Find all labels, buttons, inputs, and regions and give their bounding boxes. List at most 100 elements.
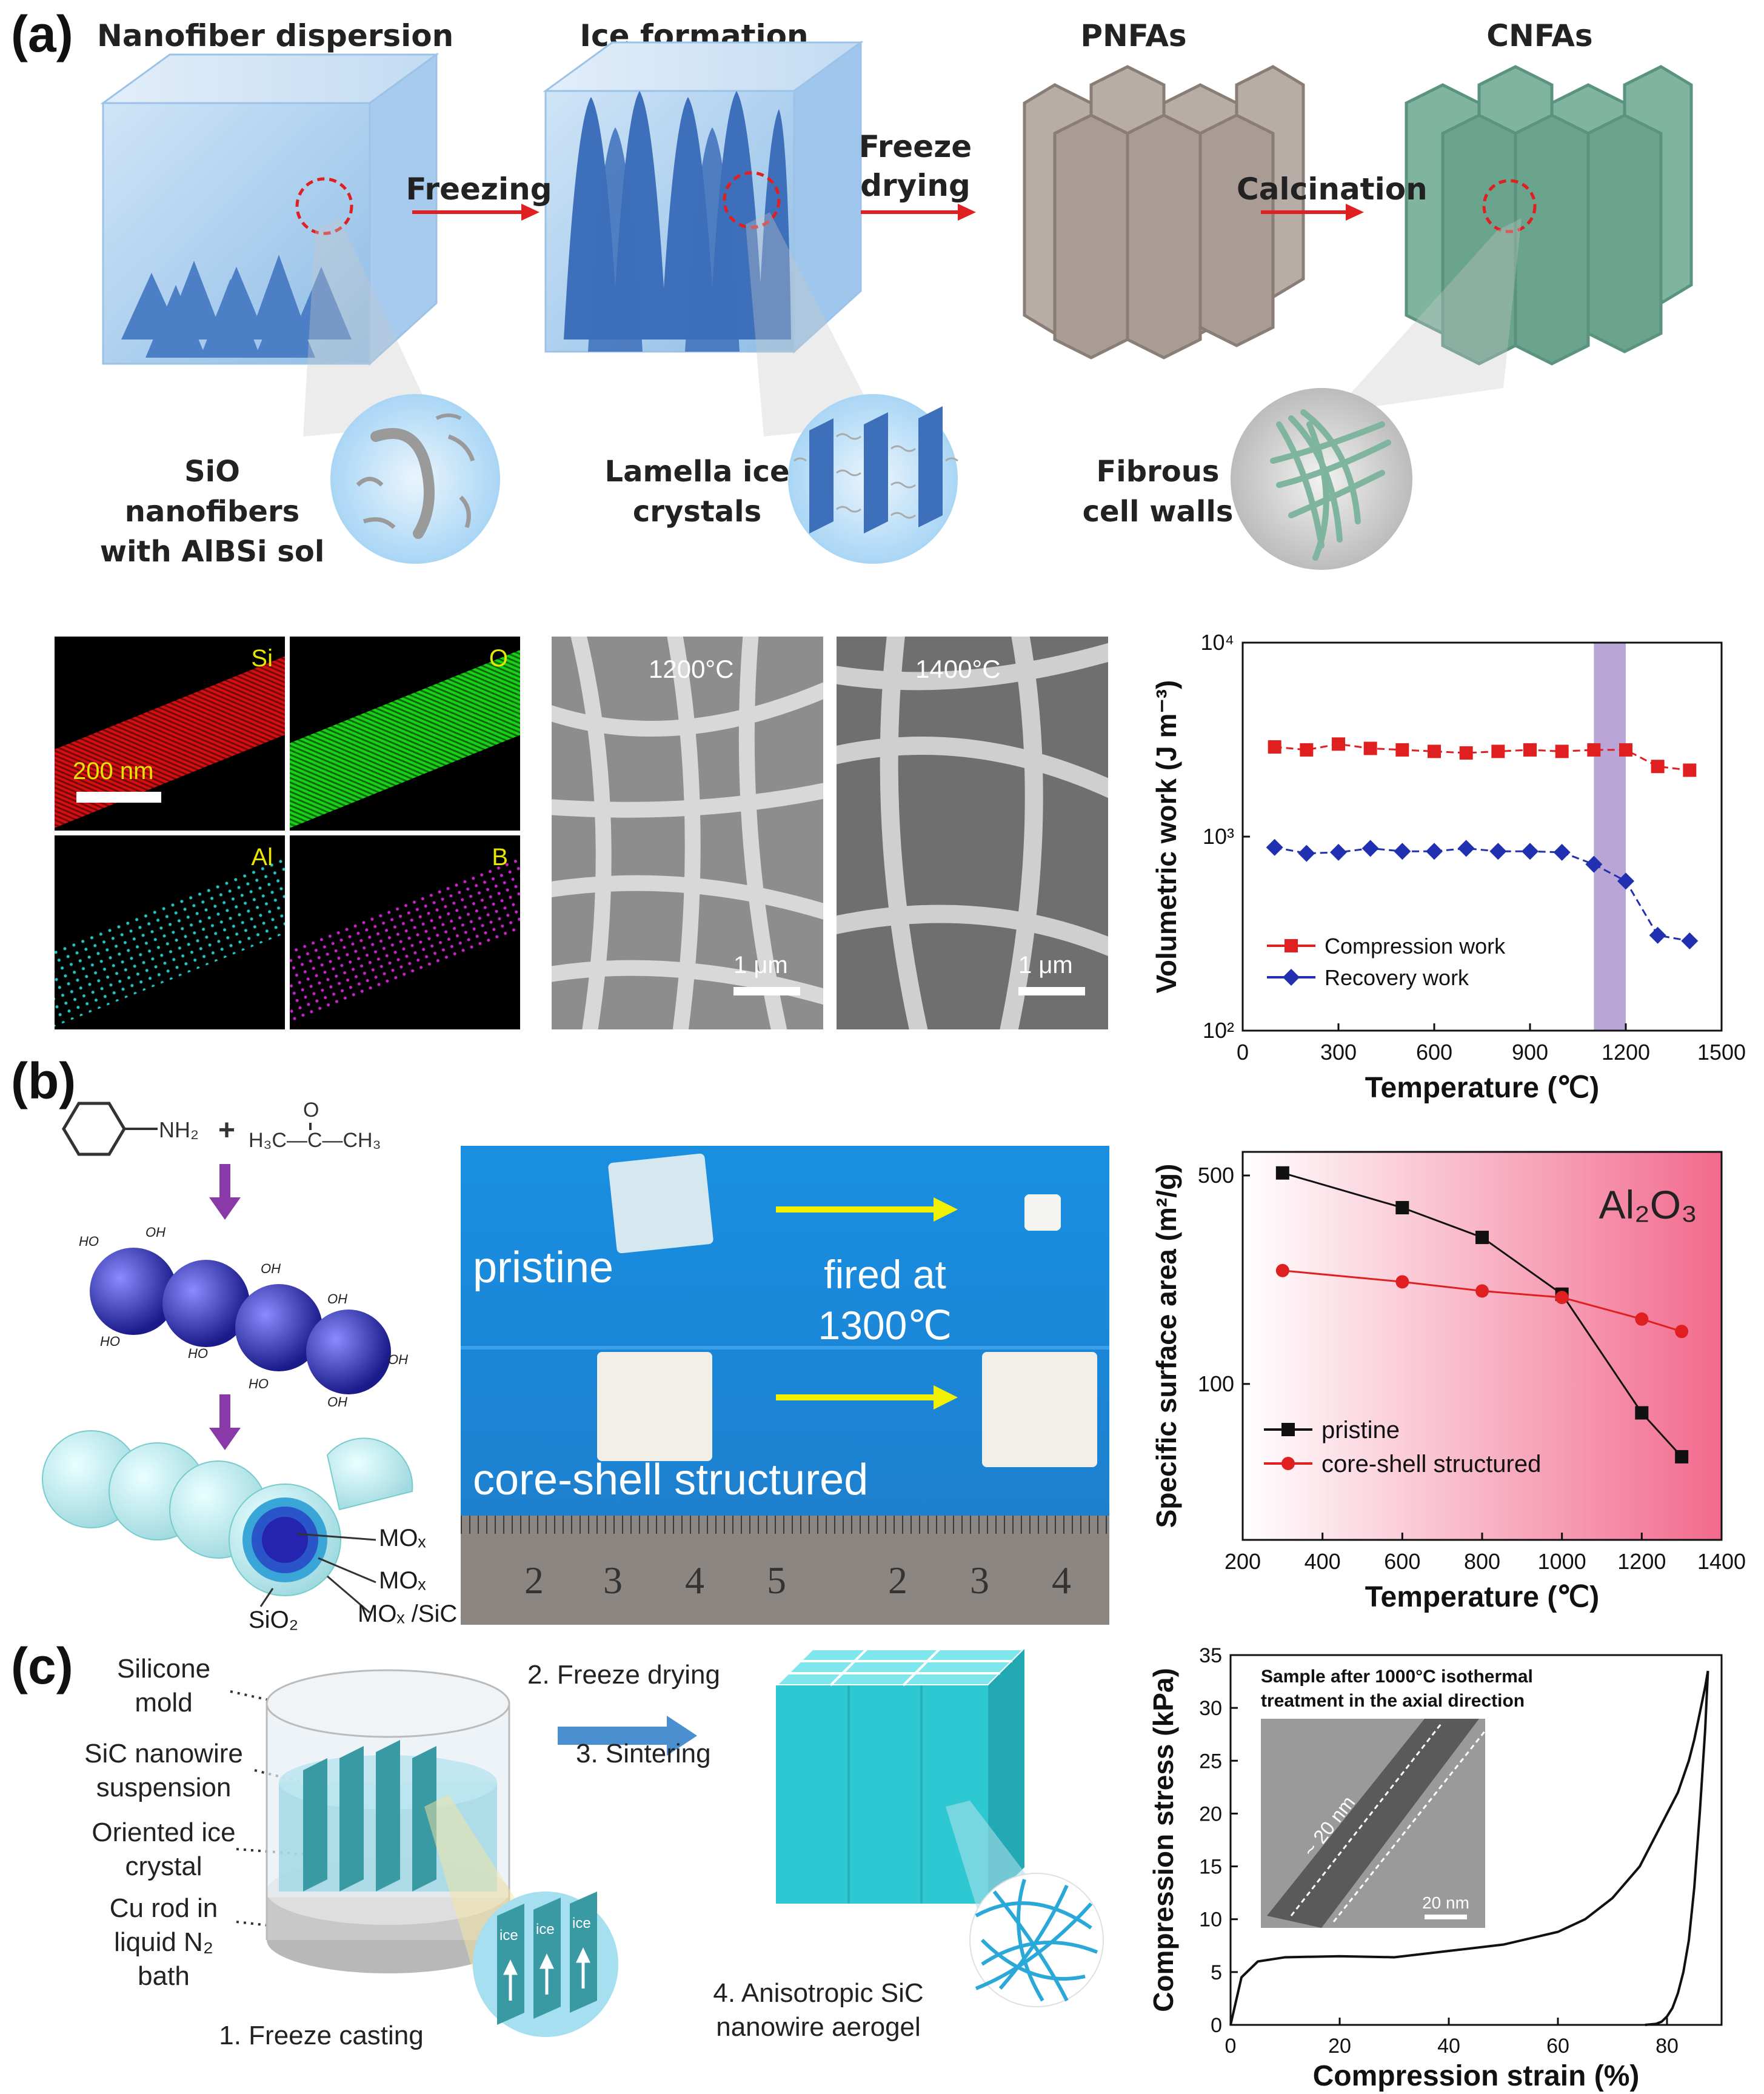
stage-nanofiber-dispersion: Nanofiber dispersion xyxy=(97,18,454,53)
ruler-label-5: 5 xyxy=(767,1559,786,1602)
inset-dash-1 xyxy=(1290,1721,1444,1916)
data-point xyxy=(1475,1284,1489,1298)
dispersion-cube xyxy=(100,53,439,437)
legend-marker xyxy=(1283,969,1300,986)
data-point xyxy=(1275,1166,1289,1180)
nanowire-network-circle xyxy=(969,1873,1104,2007)
step-aerogel: 4. Anisotropic SiC nanowire aerogel xyxy=(713,1978,924,2042)
legend-label: Compression work xyxy=(1325,934,1506,958)
svg-text:HO: HO xyxy=(79,1234,99,1249)
eds-label-o: O xyxy=(489,645,508,672)
svg-text:OH: OH xyxy=(261,1261,281,1276)
series-line-1 xyxy=(1274,846,1690,942)
arrow-calcination xyxy=(1261,204,1364,221)
pristine-sample-after xyxy=(1024,1194,1061,1231)
y-tick-label: 100 xyxy=(1198,1371,1234,1396)
sem-scale-bar-1200 xyxy=(733,987,800,995)
x-axis-label: Compression strain (%) xyxy=(1313,2060,1640,2092)
data-point xyxy=(1617,872,1634,890)
eds-map-o: O xyxy=(290,637,520,831)
step-freeze-casting: 1. Freeze casting xyxy=(219,2021,424,2050)
photo-label-pristine: pristine xyxy=(473,1243,614,1292)
data-point xyxy=(1275,1263,1289,1277)
plus-sign: + xyxy=(218,1114,235,1146)
legend-label: core-shell structured xyxy=(1321,1451,1541,1477)
legend-marker xyxy=(1285,939,1298,952)
x-tick-label: 20 xyxy=(1328,2035,1351,2058)
eds-scale-label: 200 nm xyxy=(73,758,154,784)
inset-title-line-1: Sample after 1000°C isothermal xyxy=(1261,1667,1533,1687)
data-point xyxy=(1522,843,1538,860)
x-tick-label: 1500 xyxy=(1697,1040,1746,1065)
data-point xyxy=(1681,932,1699,950)
sem-scale-bar-1400 xyxy=(1018,987,1085,995)
benzene-ring xyxy=(62,1102,126,1156)
x-axis-label: Temperature (℃) xyxy=(1365,1581,1599,1613)
data-point xyxy=(1619,743,1632,757)
data-point xyxy=(1475,1231,1489,1245)
x-tick-label: 40 xyxy=(1437,2035,1460,2058)
data-point xyxy=(1585,855,1603,873)
data-point xyxy=(1363,741,1377,755)
x-tick-label: 200 xyxy=(1224,1549,1261,1574)
y-tick-label: 30 xyxy=(1199,1697,1222,1720)
photo-label-coreshell: core-shell structured xyxy=(473,1456,869,1504)
svg-text:OH: OH xyxy=(388,1352,408,1367)
data-point xyxy=(1300,743,1314,757)
y-tick-label: 20 xyxy=(1199,1802,1222,1825)
eds-map-al: Al xyxy=(55,835,285,1029)
sem-label-1400: 1400°C xyxy=(915,655,1001,683)
ice-label-1: ice xyxy=(499,1927,518,1944)
down-arrow-2 xyxy=(209,1394,241,1450)
x-tick-label: 1200 xyxy=(1617,1549,1666,1574)
y-tick-label: 15 xyxy=(1199,1856,1222,1879)
cnfas-highlight xyxy=(1482,179,1537,233)
sem-scale-label-1400: 1 μm xyxy=(1018,952,1073,978)
data-point xyxy=(1649,926,1666,944)
y-tick-label: 10⁴ xyxy=(1200,631,1234,655)
ruler-label-2a: 2 xyxy=(524,1559,544,1602)
x-axis-label: Temperature (℃) xyxy=(1365,1072,1599,1104)
down-arrow-1 xyxy=(209,1164,241,1220)
caption-lamella: Lamella ice crystals xyxy=(604,455,790,529)
series-line-0 xyxy=(1282,1172,1683,1457)
stage-cnfas: CNFAs xyxy=(1486,18,1593,53)
series-line-unloading xyxy=(1645,1671,1709,2026)
stage-pnfas: PNFAs xyxy=(1080,18,1187,53)
legend-marker xyxy=(1281,1423,1295,1436)
svg-text:HO: HO xyxy=(100,1334,120,1349)
y-axis-label: Volumetric work (J m⁻³) xyxy=(1151,680,1182,994)
annotation-al2o3: Al₂O₃ xyxy=(1599,1182,1697,1227)
step-sintering: 3. Sintering xyxy=(576,1739,711,1768)
data-point xyxy=(1675,1325,1689,1339)
label-mox-2: MOₓ xyxy=(379,1567,426,1594)
data-point xyxy=(1523,743,1537,757)
x-tick-label: 1200 xyxy=(1602,1040,1650,1065)
data-point xyxy=(1395,1201,1409,1215)
x-tick-label: 60 xyxy=(1546,2035,1569,2058)
zoom-circle-lamella xyxy=(788,394,958,564)
ruler-label-2b: 2 xyxy=(888,1559,907,1602)
ice-zoom-circle: ice ice ice xyxy=(473,1892,618,2037)
legend-label: Recovery work xyxy=(1325,965,1469,990)
legend-marker xyxy=(1281,1457,1295,1470)
eds-label-si: Si xyxy=(251,645,273,672)
y-tick-label: 10 xyxy=(1199,1908,1222,1932)
ruler-label-3b: 3 xyxy=(970,1559,989,1602)
y-axis-label: Specific surface area (m²/g) xyxy=(1151,1164,1182,1528)
svg-text:HO: HO xyxy=(188,1346,208,1361)
data-point xyxy=(1555,1291,1569,1305)
x-tick-label: 300 xyxy=(1320,1040,1357,1065)
ruler-label-3a: 3 xyxy=(603,1559,623,1602)
y-tick-label: 10³ xyxy=(1203,824,1234,849)
data-point xyxy=(1635,1312,1649,1326)
panel-a-schematic xyxy=(100,41,1693,570)
caption-nanofibers: SiO nanofibers with AlBSi sol xyxy=(99,455,325,569)
data-point xyxy=(1555,744,1569,758)
sample-photo: pristine fired at 1300℃ core-shell struc… xyxy=(461,1146,1109,1625)
x-tick-label: 400 xyxy=(1305,1549,1341,1574)
yellow-arrow-1-head xyxy=(934,1197,958,1222)
